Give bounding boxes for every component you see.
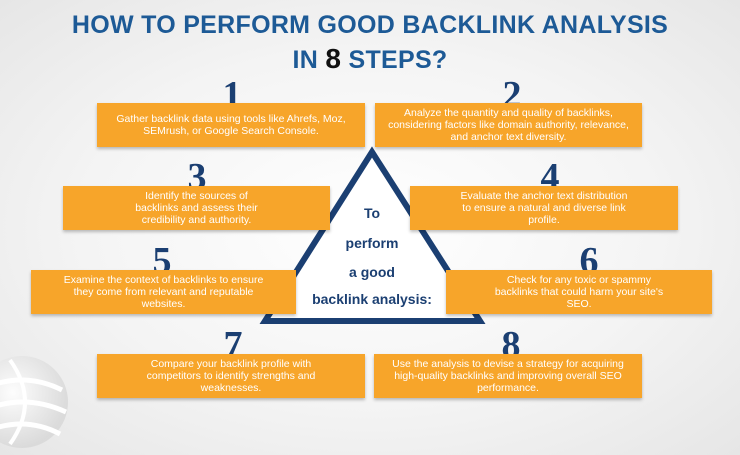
page-title-line2: IN 8 STEPS? — [0, 44, 740, 75]
step-2-box: Analyze the quantity and quality of back… — [375, 103, 642, 147]
center-line-1: To — [363, 205, 381, 221]
step-8-box: Use the analysis to devise a strategy fo… — [374, 354, 642, 398]
title-suffix: STEPS? — [341, 46, 448, 74]
title-number: 8 — [325, 43, 342, 74]
center-line-2: perform — [345, 235, 399, 251]
globe-decoration-icon — [0, 356, 68, 448]
step-3-box: Identify the sources of backlinks and as… — [63, 186, 330, 230]
step-4-box: Evaluate the anchor text distribution to… — [410, 186, 678, 230]
center-line-3: a good — [349, 264, 395, 280]
step-7-box: Compare your backlink profile with compe… — [97, 354, 365, 398]
step-1-box: Gather backlink data using tools like Ah… — [97, 103, 365, 147]
page-title-line1: HOW TO PERFORM GOOD BACKLINK ANALYSIS — [71, 11, 669, 39]
center-line-4: backlink analysis: — [312, 291, 432, 307]
title-prefix: IN — [292, 46, 326, 74]
step-5-box: Examine the context of backlinks to ensu… — [31, 270, 296, 314]
step-6-box: Check for any toxic or spammy backlinks … — [446, 270, 712, 314]
